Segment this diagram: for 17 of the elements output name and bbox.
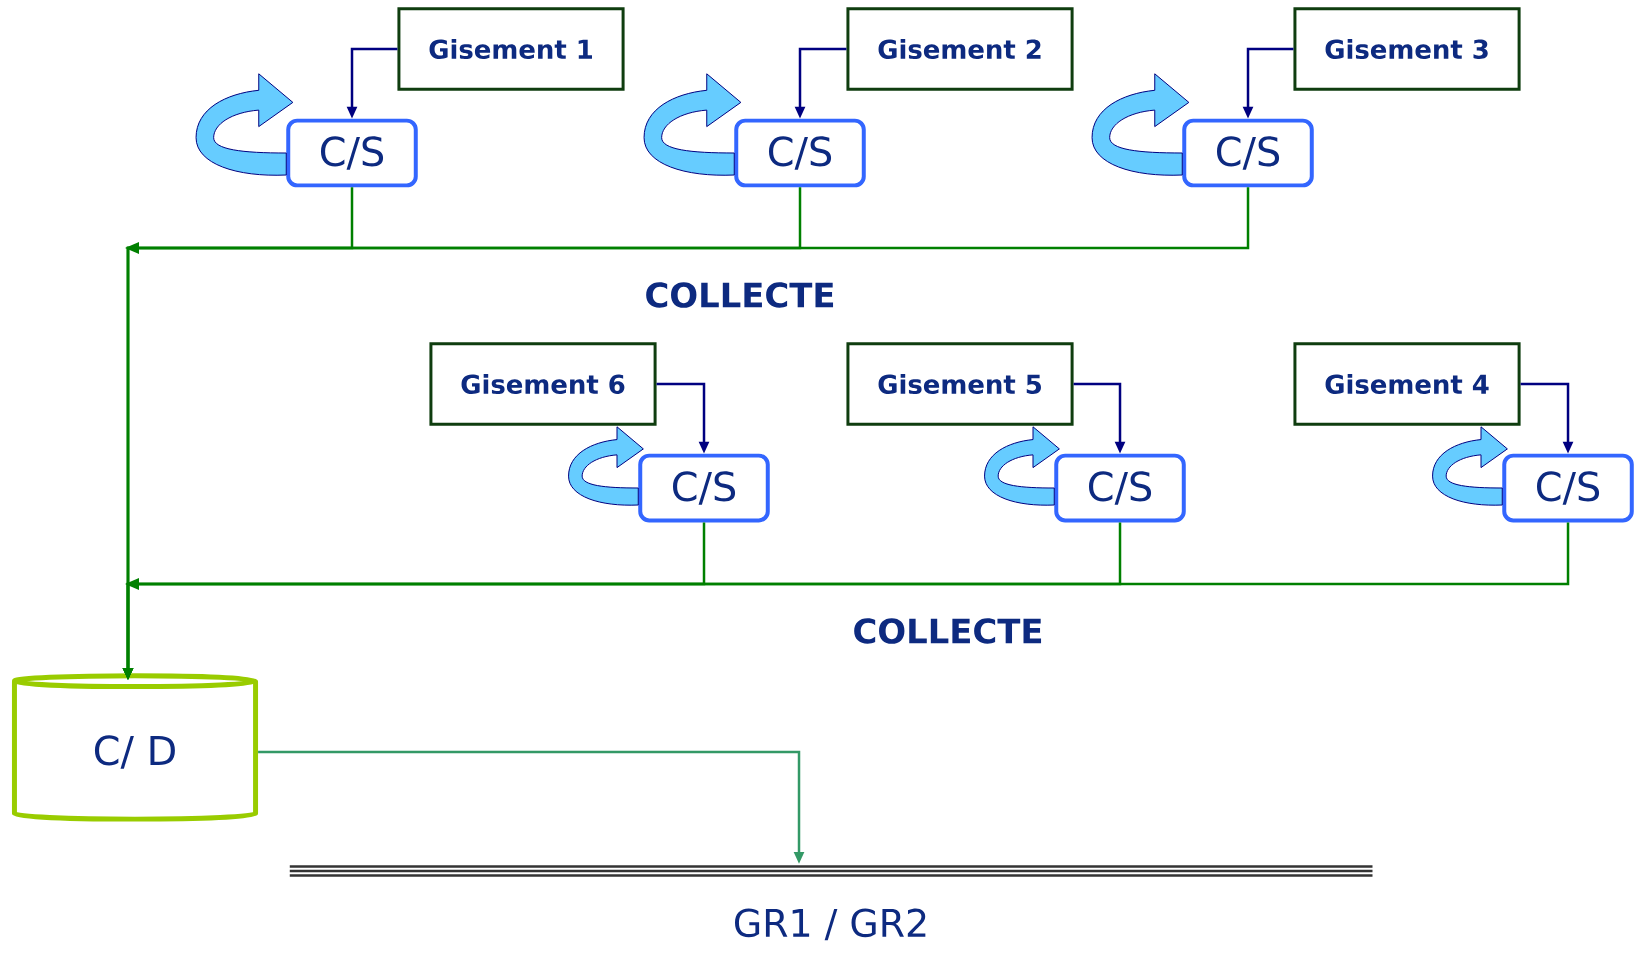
station-box: C/S (1054, 453, 1186, 523)
section-label: COLLECTE (854, 618, 1042, 644)
station-box: C/S (638, 453, 770, 523)
network-bar (289, 869, 1373, 873)
source-box: Gisement 5 (846, 342, 1074, 426)
source-box: Gisement 1 (397, 7, 625, 91)
section-label: COLLECTE (646, 282, 834, 308)
station-box: C/S (1502, 453, 1634, 523)
source-box: Gisement 3 (1293, 7, 1521, 91)
network-label: GR1 / GR2 (735, 908, 926, 941)
storage-cylinder: C/ D (11, 673, 259, 822)
source-box: Gisement 6 (429, 342, 657, 426)
source-box: Gisement 2 (846, 7, 1074, 91)
station-box: C/S (734, 118, 866, 188)
station-box: C/S (1182, 118, 1314, 188)
source-box: Gisement 4 (1293, 342, 1521, 426)
station-box: C/S (286, 118, 418, 188)
